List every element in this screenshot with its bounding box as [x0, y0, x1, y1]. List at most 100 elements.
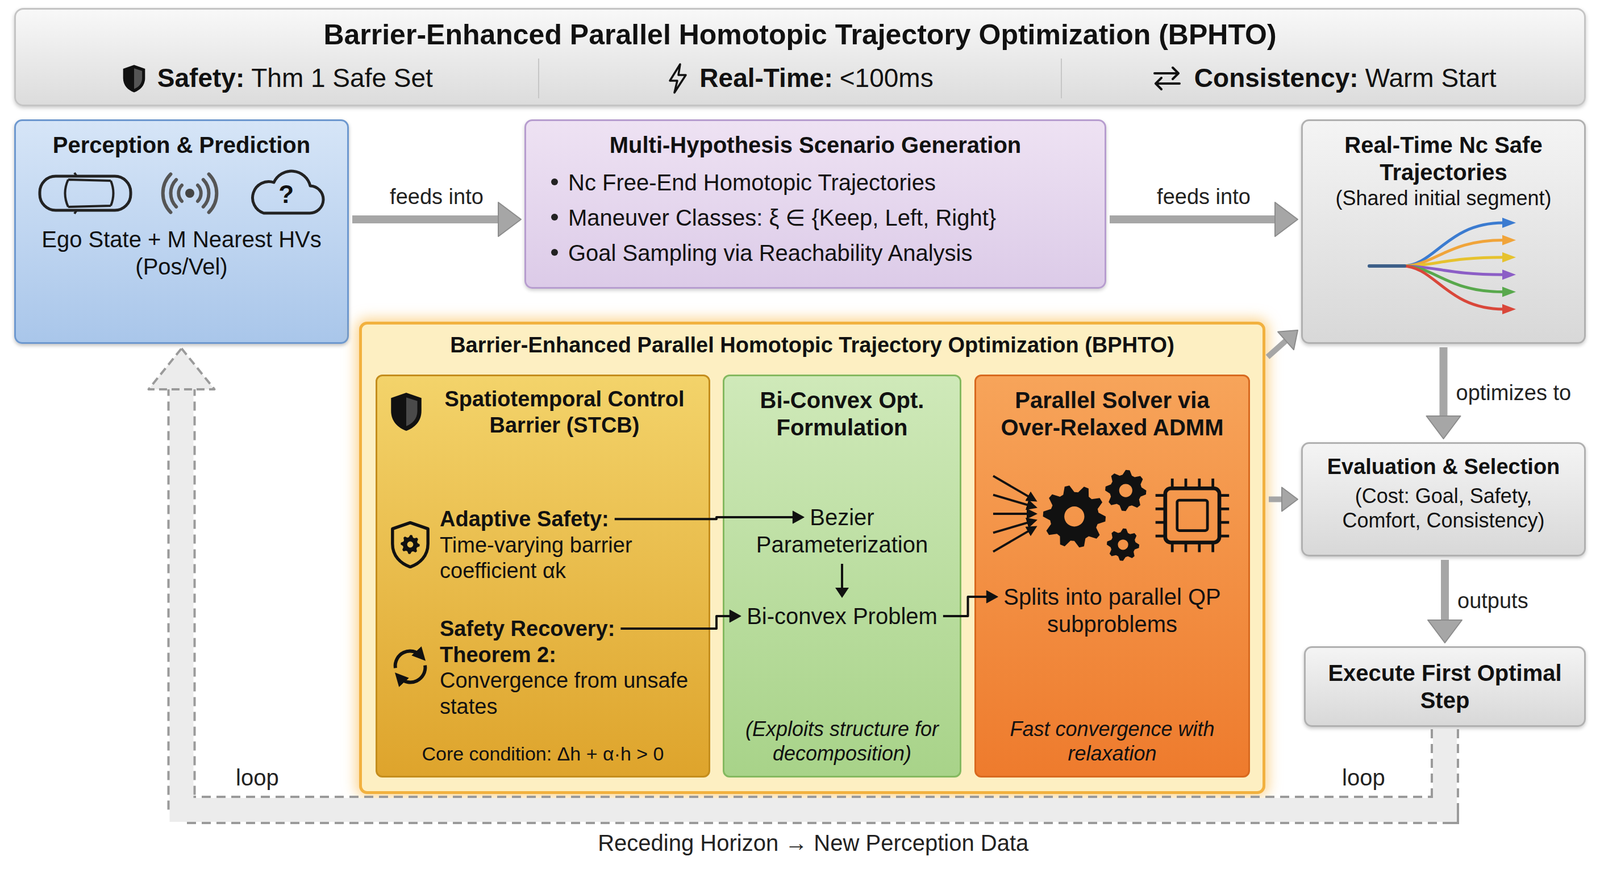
feature-icon: [388, 520, 432, 571]
loop-band-fill: [181, 388, 1446, 810]
arrowhead: [729, 609, 741, 623]
icon-part: [666, 62, 690, 95]
icon-part: [1502, 303, 1516, 315]
process-box: Multi-Hypothesis Scenario Generation Nc F…: [524, 119, 1107, 289]
icon-part: [1154, 67, 1180, 90]
icon-part: [65, 172, 114, 214]
icon-part: [993, 526, 1036, 552]
icon-part: [1177, 500, 1208, 531]
bullet-dot: [551, 248, 558, 256]
icon-part: [669, 64, 686, 93]
connector: [1268, 487, 1298, 512]
node-text: Bi-Convex Opt. Formulation: [735, 386, 949, 441]
connector: [614, 510, 805, 524]
icon-part: [388, 520, 432, 569]
feature-body: Time-varying barrier coefficient αk: [439, 532, 698, 585]
icon-part: [1367, 214, 1521, 318]
connector: [1267, 330, 1298, 357]
icon-part: [36, 170, 134, 216]
icon-part: [39, 176, 131, 211]
icon-part: [1155, 478, 1230, 553]
header-item: Consistency:Warm Start: [1060, 58, 1585, 99]
feature-row: Safety Recovery: Theorem 2:Convergence f…: [388, 615, 698, 720]
bullet-item: Maneuver Classes: ξ ∈ {Keep, Left, Right…: [551, 203, 1094, 232]
edge-label: outputs: [1457, 588, 1529, 615]
node-text: Multi-Hypothesis Scenario Generation: [537, 131, 1094, 159]
icon-part: [390, 392, 422, 431]
feature-title: Adaptive Safety:: [439, 506, 698, 533]
arrowhead: [1426, 415, 1461, 439]
icon-part: [1150, 64, 1185, 93]
connector-line: [1440, 559, 1449, 624]
module-box: Bi-Convex Opt. FormulationBezier Paramet…: [722, 374, 962, 778]
icon-part: [1105, 469, 1147, 511]
connector: [943, 590, 998, 616]
connector: [148, 348, 1446, 810]
icon-part: [171, 179, 177, 207]
icon-part: [123, 64, 146, 93]
bullet-item: Goal Sampling via Reachability Analysis: [551, 239, 1094, 267]
icon-part: [400, 534, 420, 554]
arrowhead: [792, 510, 804, 524]
arrowhead: [986, 590, 998, 603]
module-box: Spatiotemporal Control Barrier (STCB) Ada…: [375, 374, 711, 778]
icon-part: [835, 587, 849, 598]
node-text: (Shared initial segment): [1314, 185, 1573, 211]
icon-part: [203, 179, 210, 207]
output-box: Execute First Optimal Step: [1303, 646, 1586, 727]
icon-part: [388, 390, 424, 432]
icon-part: [399, 665, 425, 683]
feature-body: Convergence from unsafe states: [439, 667, 698, 720]
icon-part: [178, 185, 183, 202]
node-text: Bezier Parameterization: [735, 503, 949, 558]
icon-part: [1502, 269, 1516, 280]
connector-line: [1109, 215, 1279, 224]
arrowhead: [1281, 487, 1298, 512]
node-text: Splits into parallel QP subproblems: [987, 582, 1237, 638]
icon-part: [1155, 478, 1230, 553]
node-text: Perception & Prediction: [27, 131, 336, 159]
icon-part: [152, 170, 227, 216]
header-key: Safety:: [157, 62, 245, 94]
node-text: Barrier-Enhanced Parallel Homotopic Traj…: [373, 332, 1252, 359]
icon-part: [1043, 485, 1106, 548]
icon-part: [134, 68, 143, 89]
icon-part: [987, 456, 1237, 571]
feature-icon: [388, 643, 432, 692]
icon-part: [1502, 252, 1516, 263]
icon-part: [388, 643, 432, 690]
icon-part: [1502, 217, 1516, 228]
icon-part: [1402, 265, 1504, 310]
node-text: Fast convergence with relaxation: [987, 716, 1237, 766]
icon-part: [121, 63, 148, 94]
header-icon: [666, 62, 690, 95]
heading-row: Spatiotemporal Control Barrier (STCB): [388, 386, 698, 439]
arrowhead: [1427, 619, 1462, 643]
icon-part: [185, 188, 195, 198]
arrowhead: [1275, 202, 1298, 237]
bullet-text: Nc Free-End Homotopic Trajectories: [568, 168, 936, 197]
header-key: Consistency:: [1194, 62, 1359, 94]
node-text: Ego State + M Nearest HVs (Pos/Vel): [27, 225, 336, 281]
diagram-title: Barrier-Enhanced Parallel Homotopic Traj…: [15, 17, 1585, 52]
header-value: Warm Start: [1365, 62, 1497, 94]
module-box: Parallel Solver via Over-Relaxed ADMMSpl…: [974, 374, 1250, 778]
gears-illustration: [987, 456, 1237, 571]
connector-line: [620, 615, 732, 629]
arrowhead: [1277, 330, 1298, 350]
fan-illustration: [1314, 214, 1573, 318]
header-key: Real-Time:: [699, 62, 833, 94]
icon-part: ?: [246, 174, 327, 215]
connector-line: [943, 596, 989, 616]
header-item: Safety:Thm 1 Safe Set: [15, 58, 539, 99]
icon-part: [830, 561, 854, 599]
bullet-text: Maneuver Classes: ξ ∈ {Keep, Left, Right…: [568, 203, 997, 232]
edge-label: Receding Horizon → New Perception Data: [597, 828, 1029, 857]
edge-label: feeds into: [389, 184, 484, 211]
loop-arrowhead: [148, 348, 215, 390]
node-text: (Cost: Goal, Safety, Comfort, Consistenc…: [1314, 483, 1573, 533]
bullet-item: Nc Free-End Homotopic Trajectories: [551, 168, 1094, 197]
node-text: Bi-convex Problem: [735, 602, 949, 630]
icon-part: [392, 522, 428, 567]
